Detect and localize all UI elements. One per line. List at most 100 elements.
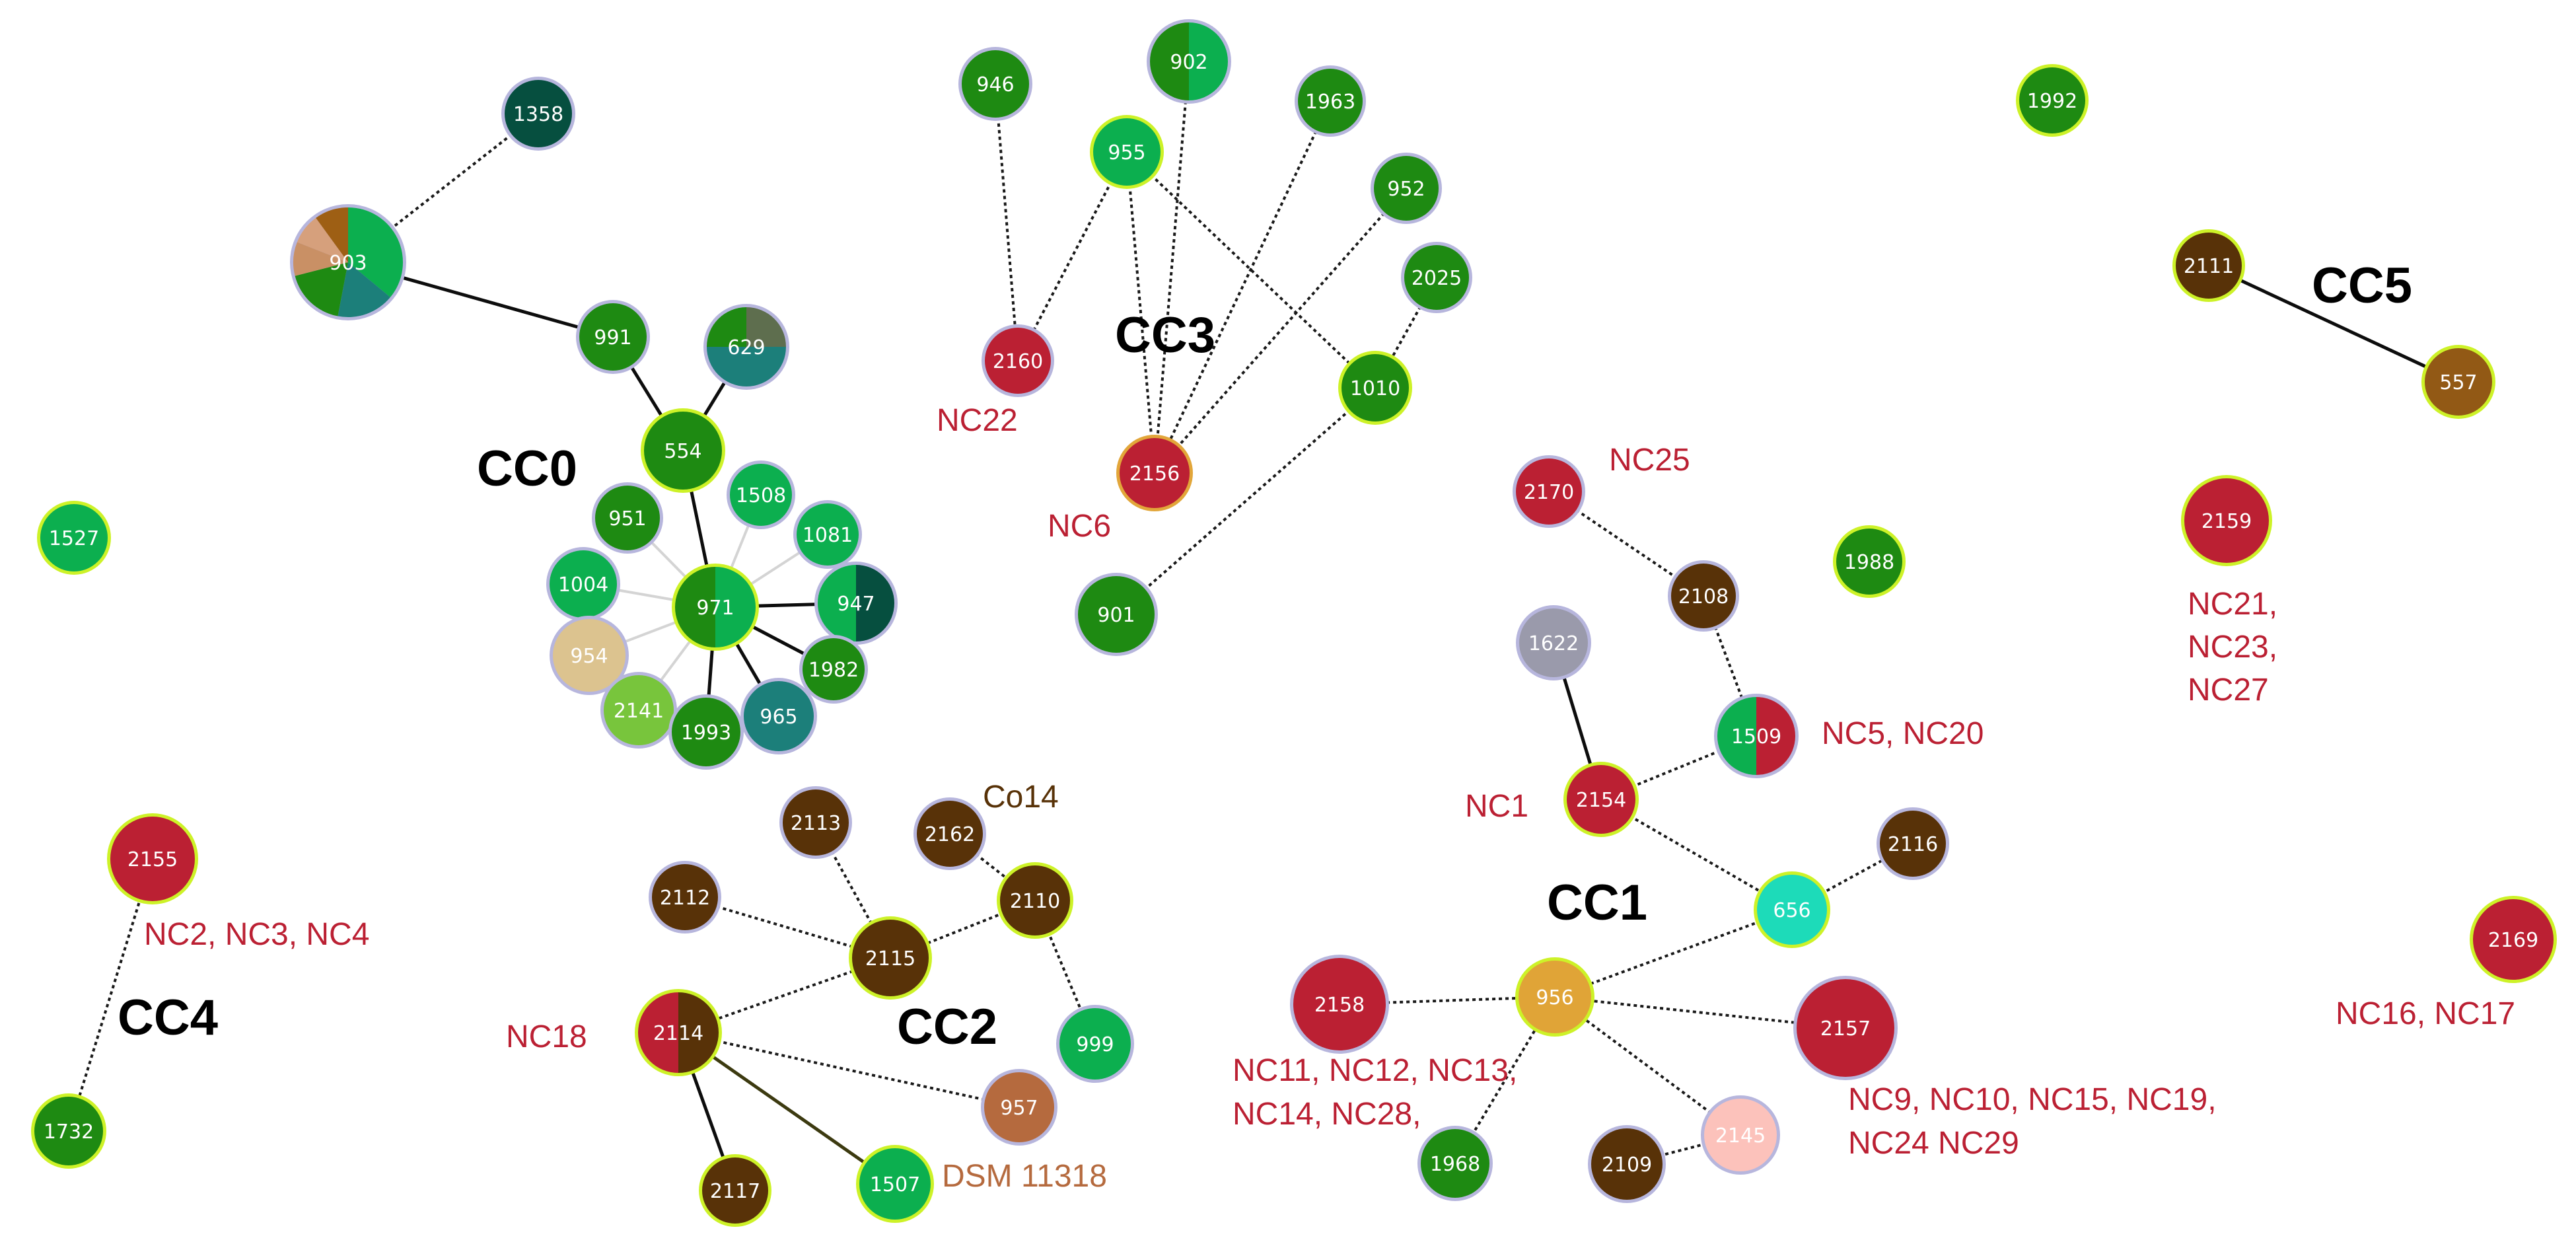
node-fill bbox=[1404, 245, 1469, 310]
node-1732[interactable]: 1732 bbox=[31, 1093, 106, 1169]
node-1963[interactable]: 1963 bbox=[1295, 65, 1366, 137]
node-label: 2162 bbox=[925, 823, 975, 846]
node-2114[interactable]: 2114 bbox=[635, 989, 722, 1076]
node-label: 2141 bbox=[614, 700, 664, 723]
node-fill bbox=[917, 801, 983, 867]
node-2145[interactable]: 2145 bbox=[1701, 1095, 1780, 1175]
annotation-dsm-11318: DSM 11318 bbox=[942, 1159, 1107, 1194]
node-fill bbox=[1421, 1129, 1489, 1198]
node-2156[interactable]: 2156 bbox=[1116, 435, 1193, 511]
node-955[interactable]: 955 bbox=[1090, 115, 1164, 189]
node-1992[interactable]: 1992 bbox=[2016, 64, 2089, 137]
node-fill bbox=[803, 638, 865, 700]
node-2112[interactable]: 2112 bbox=[649, 861, 721, 934]
node-fill bbox=[2425, 348, 2492, 416]
node-946[interactable]: 946 bbox=[958, 47, 1032, 121]
node-label: 951 bbox=[608, 507, 646, 531]
node-fill bbox=[1836, 529, 1902, 595]
node-1081[interactable]: 1081 bbox=[793, 500, 862, 569]
node-label: 1004 bbox=[558, 573, 608, 597]
node-1507[interactable]: 1507 bbox=[856, 1145, 934, 1223]
node-2158[interactable]: 2158 bbox=[1290, 955, 1389, 1054]
node-965[interactable]: 965 bbox=[740, 678, 817, 754]
node-2109[interactable]: 2109 bbox=[1588, 1125, 1666, 1203]
pie-slice bbox=[856, 565, 894, 641]
node-947[interactable]: 947 bbox=[814, 562, 898, 645]
node-1004[interactable]: 1004 bbox=[546, 547, 620, 621]
node-1358[interactable]: 1358 bbox=[501, 77, 575, 151]
node-999[interactable]: 999 bbox=[1056, 1005, 1134, 1083]
node-554[interactable]: 554 bbox=[641, 408, 725, 493]
cluster-label-cc1: CC1 bbox=[1547, 875, 1647, 931]
edge-956-2157 bbox=[1554, 996, 1846, 1029]
node-2169[interactable]: 2169 bbox=[2470, 896, 2557, 983]
node-991[interactable]: 991 bbox=[576, 300, 650, 374]
node-903[interactable]: 903 bbox=[290, 204, 406, 320]
node-2110[interactable]: 2110 bbox=[997, 862, 1073, 939]
node-label: 1508 bbox=[736, 484, 786, 507]
node-1993[interactable]: 1993 bbox=[668, 694, 744, 770]
pie-slice bbox=[338, 262, 390, 317]
node-2141[interactable]: 2141 bbox=[600, 672, 677, 749]
node-2108[interactable]: 2108 bbox=[1668, 560, 1739, 632]
pie-slice bbox=[297, 217, 348, 262]
node-label: 2145 bbox=[1715, 1124, 1766, 1148]
node-656[interactable]: 656 bbox=[1754, 871, 1830, 948]
node-label: 2159 bbox=[2201, 510, 2252, 533]
annotation-nc1: NC1 bbox=[1465, 789, 1528, 824]
edge-656-956 bbox=[1554, 908, 1793, 998]
node-1982[interactable]: 1982 bbox=[799, 635, 868, 704]
node-952[interactable]: 952 bbox=[1371, 153, 1442, 224]
node-557[interactable]: 557 bbox=[2421, 345, 2495, 419]
node-fill bbox=[2473, 899, 2554, 980]
node-1968[interactable]: 1968 bbox=[1417, 1126, 1493, 1201]
node-label: 1010 bbox=[1350, 377, 1400, 400]
node-fill bbox=[579, 303, 647, 371]
node-2159[interactable]: 2159 bbox=[2181, 475, 2272, 566]
edge-2114-1507 bbox=[677, 1031, 896, 1186]
node-label: 1982 bbox=[808, 659, 859, 682]
node-fill bbox=[1374, 156, 1439, 221]
node-fill bbox=[1797, 979, 1894, 1077]
node-2117[interactable]: 2117 bbox=[699, 1154, 771, 1227]
node-956[interactable]: 956 bbox=[1515, 957, 1594, 1037]
node-label: 1992 bbox=[2027, 90, 2077, 113]
node-2170[interactable]: 2170 bbox=[1513, 455, 1585, 528]
node-954[interactable]: 954 bbox=[550, 616, 629, 695]
node-1509[interactable]: 1509 bbox=[1714, 694, 1799, 778]
node-fill bbox=[1120, 438, 1190, 508]
node-971[interactable]: 971 bbox=[672, 564, 759, 651]
node-629[interactable]: 629 bbox=[703, 304, 789, 390]
node-label: 1988 bbox=[1844, 551, 1894, 574]
node-951[interactable]: 951 bbox=[592, 482, 663, 554]
node-2155[interactable]: 2155 bbox=[107, 813, 198, 904]
node-label: 1358 bbox=[513, 103, 563, 126]
node-1508[interactable]: 1508 bbox=[727, 460, 795, 529]
node-1988[interactable]: 1988 bbox=[1833, 525, 1906, 598]
node-2111[interactable]: 2111 bbox=[2172, 229, 2245, 302]
annotation-nc16-nc17: NC16, NC17 bbox=[2336, 996, 2515, 1031]
node-2154[interactable]: 2154 bbox=[1563, 762, 1639, 837]
node-label: 656 bbox=[1773, 899, 1810, 922]
node-2113[interactable]: 2113 bbox=[779, 786, 852, 859]
node-902[interactable]: 902 bbox=[1147, 19, 1231, 104]
node-fill bbox=[1000, 865, 1070, 935]
edge-1010-901 bbox=[1115, 386, 1377, 616]
node-1622[interactable]: 1622 bbox=[1516, 605, 1591, 680]
node-2025[interactable]: 2025 bbox=[1401, 242, 1472, 313]
node-label: 1993 bbox=[681, 721, 731, 745]
node-1010[interactable]: 1010 bbox=[1338, 351, 1412, 425]
node-2116[interactable]: 2116 bbox=[1877, 807, 1949, 880]
node-2162[interactable]: 2162 bbox=[913, 797, 986, 870]
node-2157[interactable]: 2157 bbox=[1793, 976, 1898, 1080]
node-2160[interactable]: 2160 bbox=[982, 324, 1054, 397]
cluster-label-cc4: CC4 bbox=[118, 990, 218, 1046]
node-fill bbox=[1880, 811, 1946, 877]
node-957[interactable]: 957 bbox=[981, 1069, 1057, 1146]
node-901[interactable]: 901 bbox=[1075, 573, 1158, 656]
node-2115[interactable]: 2115 bbox=[849, 916, 932, 1000]
node-fill bbox=[595, 486, 660, 550]
node-fill bbox=[2184, 478, 2269, 563]
node-fill bbox=[730, 464, 792, 526]
node-1527[interactable]: 1527 bbox=[37, 501, 111, 575]
